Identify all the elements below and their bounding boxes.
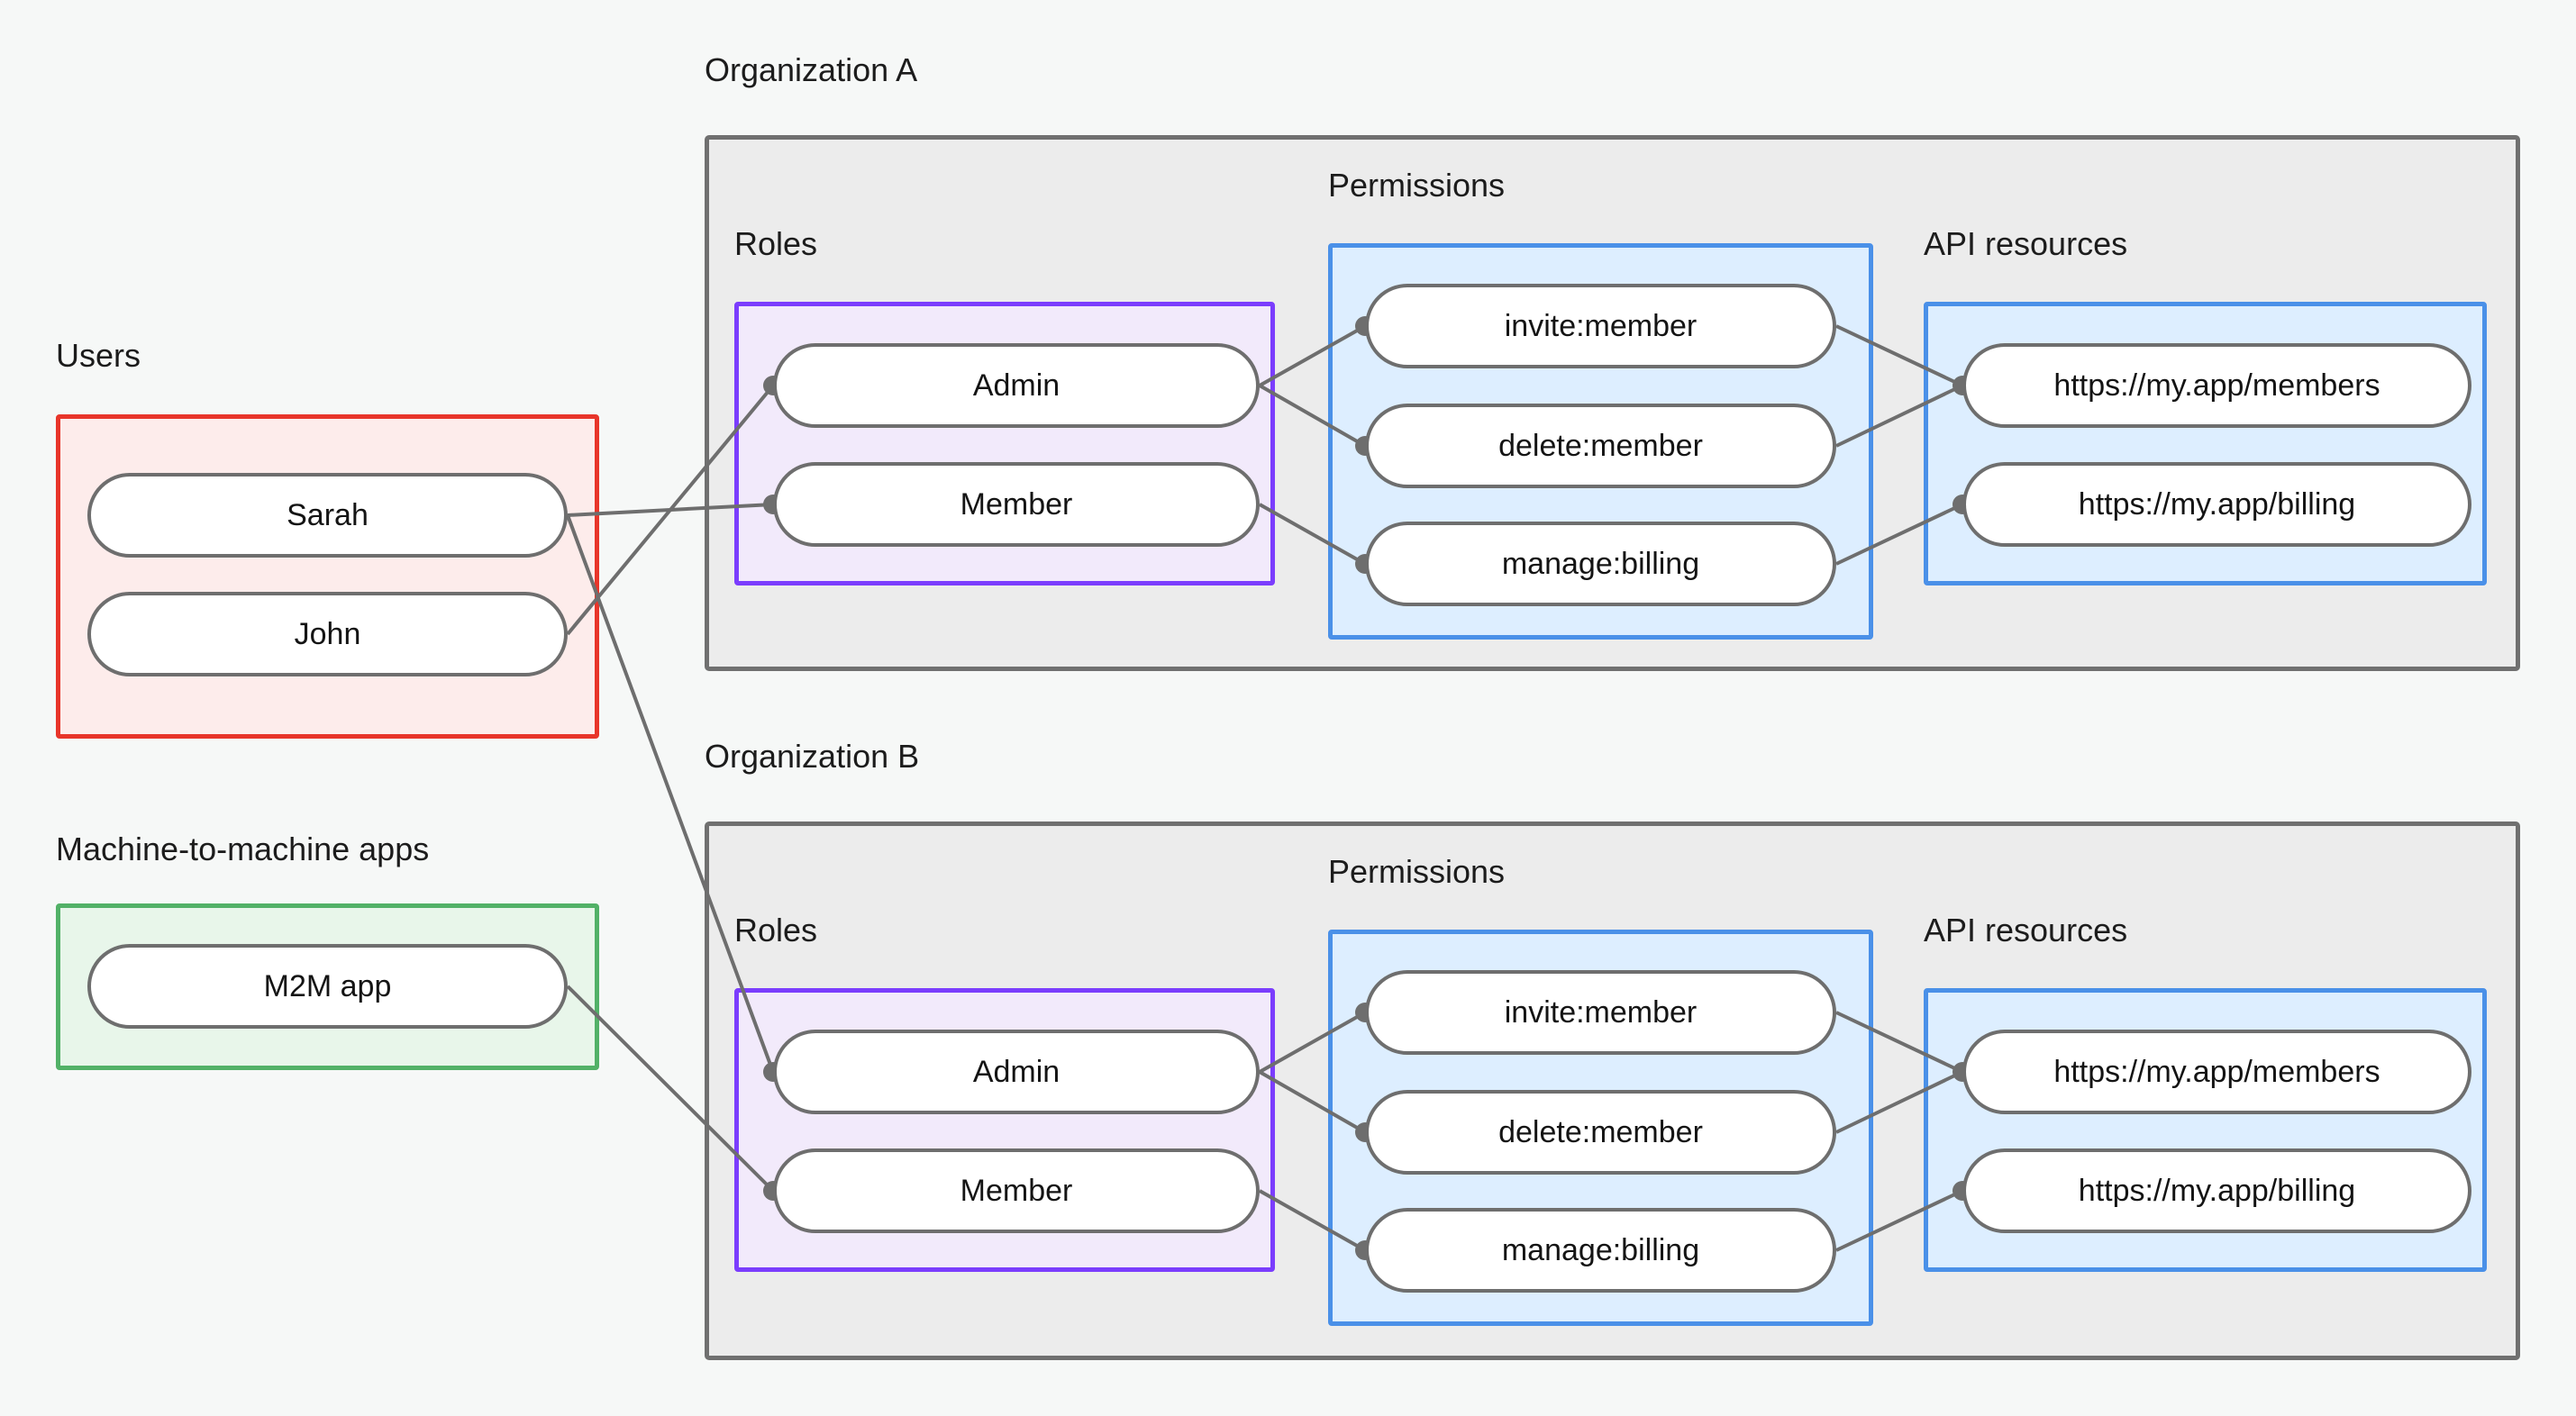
- org-a-permissions-caption: Permissions: [1328, 167, 1506, 204]
- org-b-caption: Organization B: [705, 738, 920, 775]
- org-b-permission-node-manage-billing[interactable]: manage:billing: [1365, 1208, 1836, 1293]
- m2m-node-app[interactable]: M2M app: [87, 944, 568, 1029]
- org-a-role-node-admin[interactable]: Admin: [773, 343, 1260, 428]
- org-b-roles-caption: Roles: [734, 912, 818, 949]
- org-a-api-node-billing[interactable]: https://my.app/billing: [1962, 462, 2471, 547]
- org-a-role-node-member[interactable]: Member: [773, 462, 1260, 547]
- org-b-api-caption: API resources: [1924, 912, 2128, 949]
- org-a-permission-node-invite-member[interactable]: invite:member: [1365, 284, 1836, 368]
- org-a-api-caption: API resources: [1924, 225, 2128, 262]
- users-caption: Users: [56, 337, 141, 374]
- user-node-john[interactable]: John: [87, 592, 568, 676]
- m2m-caption: Machine-to-machine apps: [56, 831, 430, 867]
- org-b-api-node-members[interactable]: https://my.app/members: [1962, 1030, 2471, 1114]
- org-b-role-node-member[interactable]: Member: [773, 1148, 1260, 1233]
- org-a-api-node-members[interactable]: https://my.app/members: [1962, 343, 2471, 428]
- org-b-permission-node-invite-member[interactable]: invite:member: [1365, 970, 1836, 1055]
- org-b-permissions-caption: Permissions: [1328, 853, 1506, 890]
- org-a-caption: Organization A: [705, 51, 918, 88]
- org-b-role-node-admin[interactable]: Admin: [773, 1030, 1260, 1114]
- org-a-permission-node-manage-billing[interactable]: manage:billing: [1365, 522, 1836, 606]
- org-b-api-node-billing[interactable]: https://my.app/billing: [1962, 1148, 2471, 1233]
- org-a-roles-caption: Roles: [734, 225, 818, 262]
- users-group: [56, 414, 599, 739]
- org-a-permission-node-delete-member[interactable]: delete:member: [1365, 404, 1836, 488]
- user-node-sarah[interactable]: Sarah: [87, 473, 568, 558]
- org-b-permission-node-delete-member[interactable]: delete:member: [1365, 1090, 1836, 1175]
